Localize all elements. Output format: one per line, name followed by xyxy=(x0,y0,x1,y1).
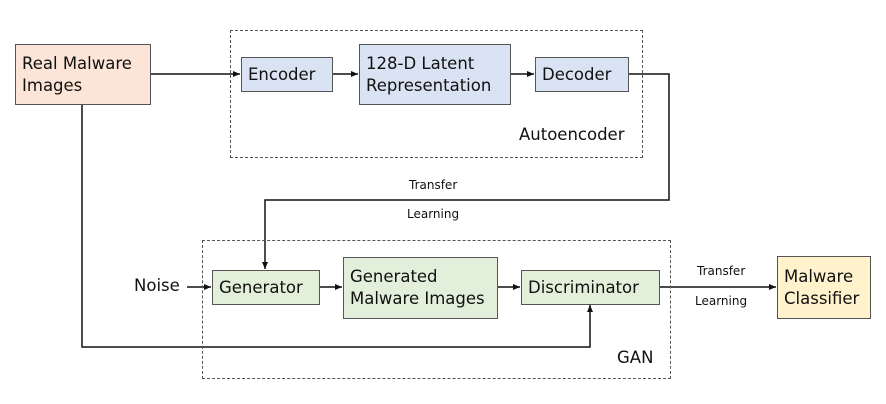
gan-group xyxy=(202,240,671,379)
transfer-learning-label-top-2: Learning xyxy=(407,207,460,221)
transfer-learning-label-top-1: Transfer xyxy=(409,178,458,192)
generator-node: Generator xyxy=(212,270,320,305)
decoder-node: Decoder xyxy=(535,57,629,92)
transfer-learning-label-right-1: Transfer xyxy=(697,264,746,278)
gan-label: GAN xyxy=(617,348,654,367)
noise-label: Noise xyxy=(134,276,180,295)
autoencoder-group xyxy=(230,30,643,158)
arrow-decoder-to-generator xyxy=(262,73,670,269)
node-text: Representation xyxy=(366,75,492,95)
latent-representation-node: 128-D Latent Representation xyxy=(359,44,511,105)
discriminator-node: Discriminator xyxy=(521,270,660,305)
node-text: Generated xyxy=(350,267,438,286)
node-text: Malware xyxy=(784,266,854,286)
arrow-real-to-discriminator xyxy=(81,104,593,348)
node-text: Real Malware xyxy=(22,53,132,73)
node-text: Generator xyxy=(219,277,303,297)
real-malware-images-node: Real Malware Images xyxy=(15,44,151,105)
node-text: Malware Images xyxy=(350,289,485,308)
autoencoder-label: Autoencoder xyxy=(519,125,625,144)
node-text: Classifier xyxy=(784,288,860,308)
encoder-node: Encoder xyxy=(241,57,333,92)
malware-classifier-node: Malware Classifier xyxy=(777,256,871,319)
node-text: Encoder xyxy=(248,64,316,84)
node-text: Decoder xyxy=(542,64,612,84)
transfer-learning-label-right-2: Learning xyxy=(695,294,748,308)
node-text: Discriminator xyxy=(528,277,639,297)
node-text: 128-D Latent xyxy=(366,53,475,73)
generated-malware-images-node: Generated Malware Images xyxy=(343,257,498,319)
node-text: Images xyxy=(22,75,83,95)
